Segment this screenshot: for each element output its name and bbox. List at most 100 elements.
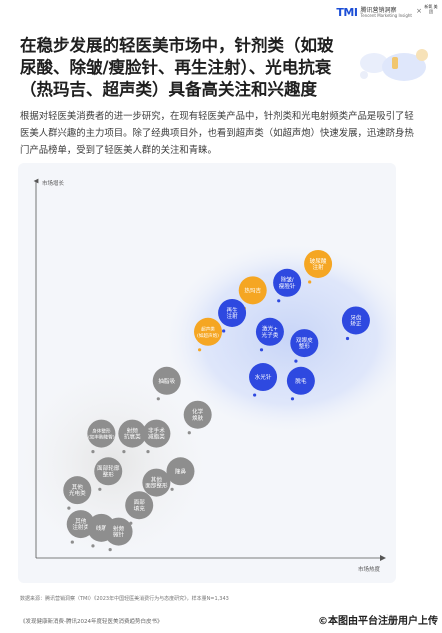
bubble-anchor-dot <box>187 431 191 435</box>
bubble-anchor-dot <box>91 449 95 454</box>
bubble-blue-7 <box>341 306 370 335</box>
bubble-anchor-dot <box>108 548 112 552</box>
bubble-gray-10 <box>152 366 181 395</box>
bubble-label: 再生注射 <box>226 306 238 320</box>
bubble-anchor-dot <box>98 487 102 491</box>
bubble-label: 非手术减脂类 <box>148 426 165 440</box>
logo-mark: TMI <box>336 6 358 19</box>
bubble-gray-17 <box>63 476 92 505</box>
logo-text: 腾讯营销洞察 Tencent Marketing Insight <box>360 7 412 18</box>
bubble-gray-14 <box>142 419 171 448</box>
bubble-anchor-dot <box>146 449 150 454</box>
bubble-blue-8 <box>249 363 278 392</box>
bubble-gray-19 <box>125 491 154 520</box>
bubble-label-line: 瘦脸针 <box>279 282 296 290</box>
bubble-anchor-dot <box>277 299 281 303</box>
bubble-label-line: 射频 <box>113 525 125 533</box>
decorative-illustration <box>360 49 428 81</box>
bubble-orange-5 <box>194 317 222 346</box>
bubble-anchor-dot <box>345 336 350 341</box>
bubble-label-line: 射频 <box>127 426 139 434</box>
bubble-label: 身体整形(如丰胸隆臀) <box>88 427 115 440</box>
bubble-label: 其他注射类 <box>72 517 89 531</box>
bubble-gray-22 <box>104 517 133 546</box>
bubble-label-line: 注射 <box>226 312 238 320</box>
bubble-label: 热玛吉 <box>244 286 261 294</box>
data-source-note: 数据来源：腾讯营销洞察（TMI）《2023年中国轻医美消费行为与态度研究》，样本… <box>20 596 229 602</box>
bubble-label-line: 非手术 <box>148 426 165 434</box>
y-axis-label: 市场增长 <box>42 179 65 187</box>
bubble-label: 其他面部整形 <box>145 476 168 490</box>
bubble-gray-11 <box>183 400 212 429</box>
bubble-anchor-dot <box>294 359 298 363</box>
bubble-anchor-dot <box>91 544 95 548</box>
bubble-label-line: 减脂类 <box>148 433 165 441</box>
tmi-logo: TMI 腾讯营销洞察 Tencent Marketing Insight <box>336 6 412 19</box>
bubble-label-line: 面部 <box>134 498 146 506</box>
logo-en: Tencent Marketing Insight <box>360 12 412 18</box>
bubble-label: 线雕 <box>96 524 108 532</box>
bubble-orange-2 <box>238 276 267 305</box>
bubble-label: 面部填充 <box>134 498 146 512</box>
bubble-gray-13 <box>118 419 147 448</box>
bubble-label: 其他光电类 <box>69 483 86 497</box>
bubble-label-line: 脱毛 <box>295 377 307 385</box>
bubble-orange-0 <box>304 249 333 278</box>
logo-separator: × <box>416 7 422 15</box>
bubble-layer: 玻尿酸注射除皱/瘦脸针热玛吉再生注射激光+光子类超声类(如超声炮)双眼皮整形牙齿… <box>63 249 370 552</box>
bubble-anchor-dot <box>170 487 174 491</box>
bubble-label-line: 注射类 <box>72 523 89 531</box>
bubble-label-line: 面部轮廓 <box>97 464 120 472</box>
bubble-label-line: 激光+ <box>262 325 278 333</box>
bubble-label-line: 焕肤 <box>192 414 204 422</box>
bubble-anchor-dot <box>308 280 312 284</box>
bubble-gray-12 <box>87 419 116 448</box>
bubble-label: 超声类(如超声炮) <box>197 326 219 339</box>
x-axis-label: 市场热度 <box>358 565 381 573</box>
bubble-label: 激光+光子类 <box>262 325 279 339</box>
bubble-label: 面部轮廓整形 <box>97 464 120 478</box>
bubble-blue-9 <box>286 366 315 395</box>
partner-logo: 新氧 美团 <box>424 4 438 14</box>
bubble-label: 水光针 <box>255 373 272 381</box>
bubble-label-line: 双眼皮 <box>296 336 313 344</box>
watermark: ©本图由平台注册用户上传 <box>316 611 440 628</box>
bubble-label-line: 热玛吉 <box>244 286 261 294</box>
footer-title: 《发现健康新消费-腾讯2024年度轻医美消费趋势白皮书》 <box>20 619 163 625</box>
bubble-label: 抽脂吸 <box>158 377 175 385</box>
bubble-label-line: 身体整形 <box>92 427 111 434</box>
bubble-anchor-dot <box>253 393 257 397</box>
bubble-label-line: 整形 <box>299 342 311 350</box>
bubble-label: 射频抗衰类 <box>124 426 141 440</box>
bubble-label: 脱毛 <box>295 377 307 385</box>
bubble-blue-1 <box>273 268 302 297</box>
x-axis-arrowhead <box>380 555 386 561</box>
intro-paragraph: 根据对轻医美消费者的进一步研究，在现有轻医美产品中，针剂类和光电射频类产品是吸引… <box>20 111 414 156</box>
bubble-gray-18 <box>142 468 171 497</box>
bubble-label-line: 除皱/ <box>281 276 294 284</box>
bubble-label-line: (如丰胸隆臀) <box>88 434 115 441</box>
bubble-label: 射频微针 <box>113 525 125 539</box>
bubble-label-line: 其他 <box>75 517 87 525</box>
bubble-label-line: 抗衰类 <box>124 433 141 441</box>
bubble-anchor-dot <box>156 397 160 401</box>
chart-canvas: 市场增长 市场热度 玻尿酸注射除皱/瘦脸针热玛吉再生注射激光+光子类超声类(如超… <box>18 178 396 573</box>
bubble-gray-16 <box>166 457 195 486</box>
bubble-label-line: 线雕 <box>96 524 108 532</box>
bubble-anchor-dot <box>198 348 202 352</box>
bubble-label-line: 其他 <box>72 483 84 491</box>
bubble-gray-15 <box>94 457 123 486</box>
bubble-label-line: 隆鼻 <box>175 467 187 475</box>
bubble-chart: 市场增长 市场热度 玻尿酸注射除皱/瘦脸针热玛吉再生注射激光+光子类超声类(如超… <box>18 163 396 583</box>
bubble-label: 化学焕肤 <box>192 408 204 422</box>
bubble-label-line: 整形 <box>103 470 115 478</box>
bubble-blue-4 <box>255 317 284 346</box>
bubble-gray-20 <box>66 510 95 539</box>
bubble-label-line: 水光针 <box>255 373 272 381</box>
bubble-label-line: (如超声炮) <box>197 332 219 339</box>
bubble-label-line: 抽脂吸 <box>158 377 175 385</box>
bubble-label-line: 牙齿 <box>350 314 362 321</box>
bubble-blue-6 <box>290 329 319 358</box>
bubble-anchor-dot <box>290 397 295 401</box>
bubble-label: 除皱/瘦脸针 <box>279 276 296 290</box>
